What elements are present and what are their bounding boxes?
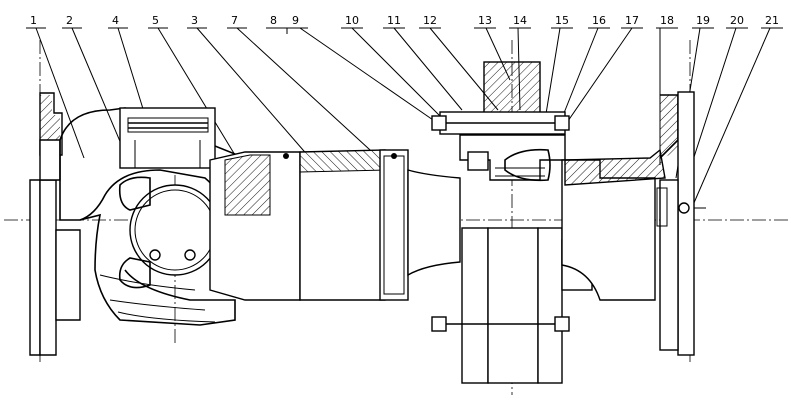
callout-2: 2 (66, 14, 73, 27)
callout-5: 5 (152, 14, 159, 27)
callout-20: 20 (730, 14, 744, 27)
right-housing (561, 91, 706, 356)
callout-10: 10 (345, 14, 359, 27)
callout-9: 9 (292, 14, 299, 27)
callout-15: 15 (555, 14, 569, 27)
telescopic-shaft (209, 149, 461, 301)
callout-4: 4 (112, 14, 119, 27)
callout-14: 14 (513, 14, 527, 27)
callout-17: 17 (625, 14, 639, 27)
callout-1: 1 (30, 14, 37, 27)
callout-19: 19 (696, 14, 710, 27)
callout-12: 12 (423, 14, 437, 27)
callout-8: 8 (270, 14, 277, 27)
callout-13: 13 (478, 14, 492, 27)
callout-11: 11 (387, 14, 401, 27)
callout-labels: 1 2 4 5 3 7 8 9 10 11 12 13 14 15 16 17 … (30, 14, 779, 27)
callout-3: 3 (191, 14, 198, 27)
central-flange-assembly (431, 61, 593, 384)
callout-16: 16 (592, 14, 606, 27)
callout-18: 18 (660, 14, 674, 27)
spider-cross (118, 176, 221, 289)
callout-7: 7 (231, 14, 238, 27)
bearing-cap (119, 107, 216, 169)
callout-21: 21 (765, 14, 779, 27)
left-flange (29, 92, 81, 356)
